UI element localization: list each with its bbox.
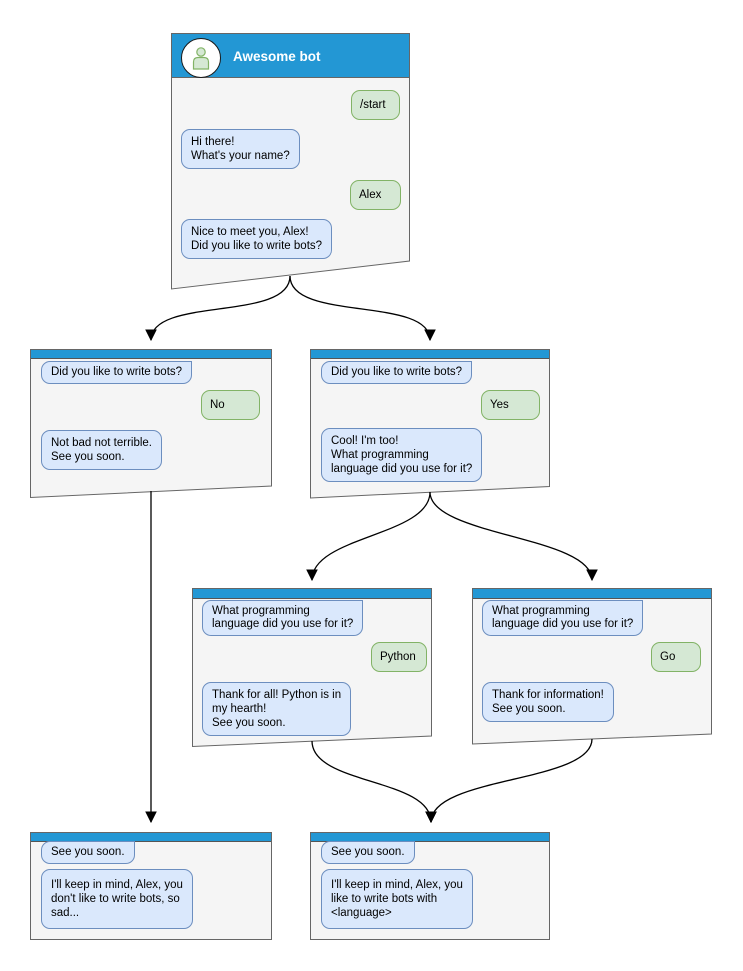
- arrow-main-to-yes: [289, 275, 430, 340]
- user-message-name: Alex: [350, 180, 401, 210]
- arrow-go-to-end-yes: [431, 738, 593, 822]
- bot-avatar: [181, 38, 221, 78]
- panel-go-header: [473, 589, 711, 599]
- panel-go-user-answer: Go: [651, 642, 701, 672]
- bot-message-nice-to-meet: Nice to meet you, Alex! Did you like to …: [181, 219, 333, 259]
- panel-python-user-answer: Python: [371, 642, 427, 672]
- panel-python-echo-question: What programming language did you use fo…: [202, 600, 364, 636]
- panel-yes-bot-reply: Cool! I'm too! What programming language…: [321, 428, 483, 482]
- panel-yes-header: [311, 350, 549, 359]
- panel-yes-user-answer: Yes: [481, 390, 540, 420]
- panel-no-user-answer: No: [201, 390, 260, 420]
- panel-end-no-header: [31, 833, 271, 842]
- panel-go-echo-question: What programming language did you use fo…: [482, 600, 644, 636]
- panel-end-yes-header: [311, 833, 549, 842]
- panel-end-no-bot-reply: I'll keep in mind, Alex, you don't like …: [41, 869, 193, 929]
- panel-end-no-echo: See you soon.: [41, 841, 135, 864]
- arrow-yes-to-python: [312, 491, 431, 580]
- panel-python-header: [193, 589, 431, 599]
- arrow-python-to-end-yes: [311, 740, 431, 822]
- panel-no-bot-reply: Not bad not terrible. See you soon.: [41, 430, 163, 470]
- user-message-start: /start: [351, 90, 400, 120]
- person-icon: [192, 47, 210, 70]
- panel-no-echo-question: Did you like to write bots?: [41, 361, 193, 384]
- panel-yes-echo-question: Did you like to write bots?: [321, 361, 473, 384]
- arrow-yes-to-go: [429, 491, 592, 580]
- bot-message-greeting: Hi there! What's your name?: [181, 129, 300, 169]
- arrow-main-to-no: [151, 275, 291, 340]
- panel-python-bot-reply: Thank for all! Python is in my hearth! S…: [202, 682, 352, 736]
- panel-go-bot-reply: Thank for information! See you soon.: [482, 682, 614, 722]
- panel-end-yes-echo: See you soon.: [321, 841, 415, 864]
- panel-no-header: [31, 350, 271, 359]
- panel-end-yes-bot-reply: I'll keep in mind, Alex, you like to wri…: [321, 869, 473, 929]
- bot-title: Awesome bot: [233, 49, 321, 64]
